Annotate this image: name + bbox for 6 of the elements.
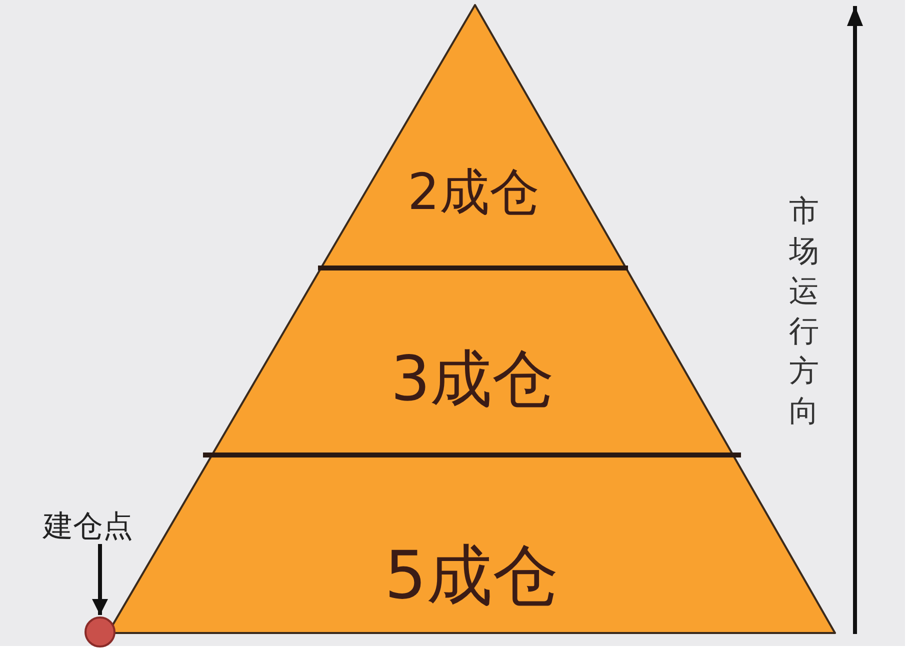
point-label: 建仓点: [43, 512, 133, 542]
tier-label: 2成仓: [408, 167, 540, 217]
arrow: [92, 544, 108, 615]
direction-label: 市场运行方向: [788, 193, 820, 431]
tier-label: 5成仓: [384, 543, 558, 609]
tier-label: 3成仓: [390, 348, 554, 410]
